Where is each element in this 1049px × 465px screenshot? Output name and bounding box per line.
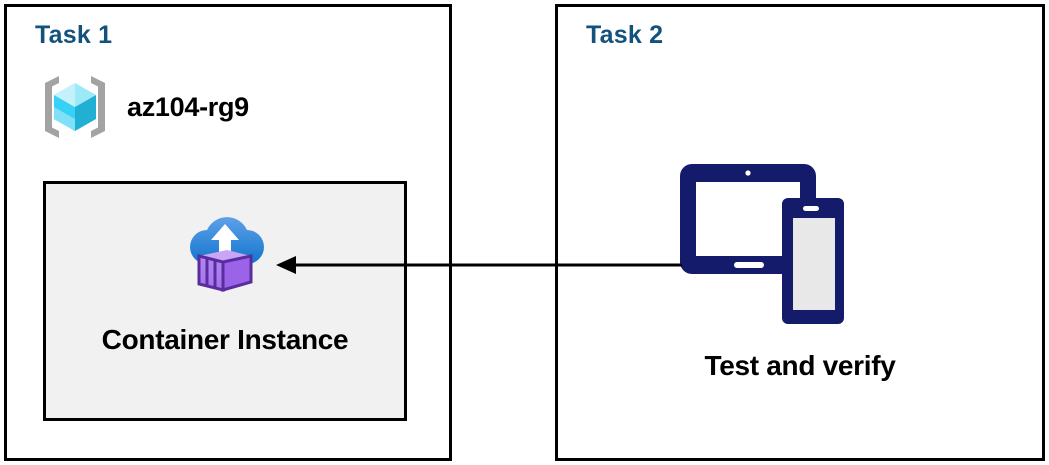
- container-instance-label: Container Instance: [101, 324, 349, 355]
- azure-resource-group-icon: [45, 76, 105, 138]
- container-instance-icon: [190, 217, 264, 292]
- resource-group-row: az104-rg9: [37, 69, 249, 145]
- panel-task-1: Task 1 az104-rg9: [4, 4, 452, 461]
- tablet-and-phone-icon: [680, 164, 844, 324]
- test-and-verify-label: Test and verify: [704, 350, 896, 381]
- resource-group-label: az104-rg9: [127, 91, 249, 122]
- panel-task-2-title: Task 2: [586, 21, 664, 49]
- container-instance-box: Container Instance: [43, 181, 407, 421]
- panel-task-1-title: Task 1: [35, 21, 113, 49]
